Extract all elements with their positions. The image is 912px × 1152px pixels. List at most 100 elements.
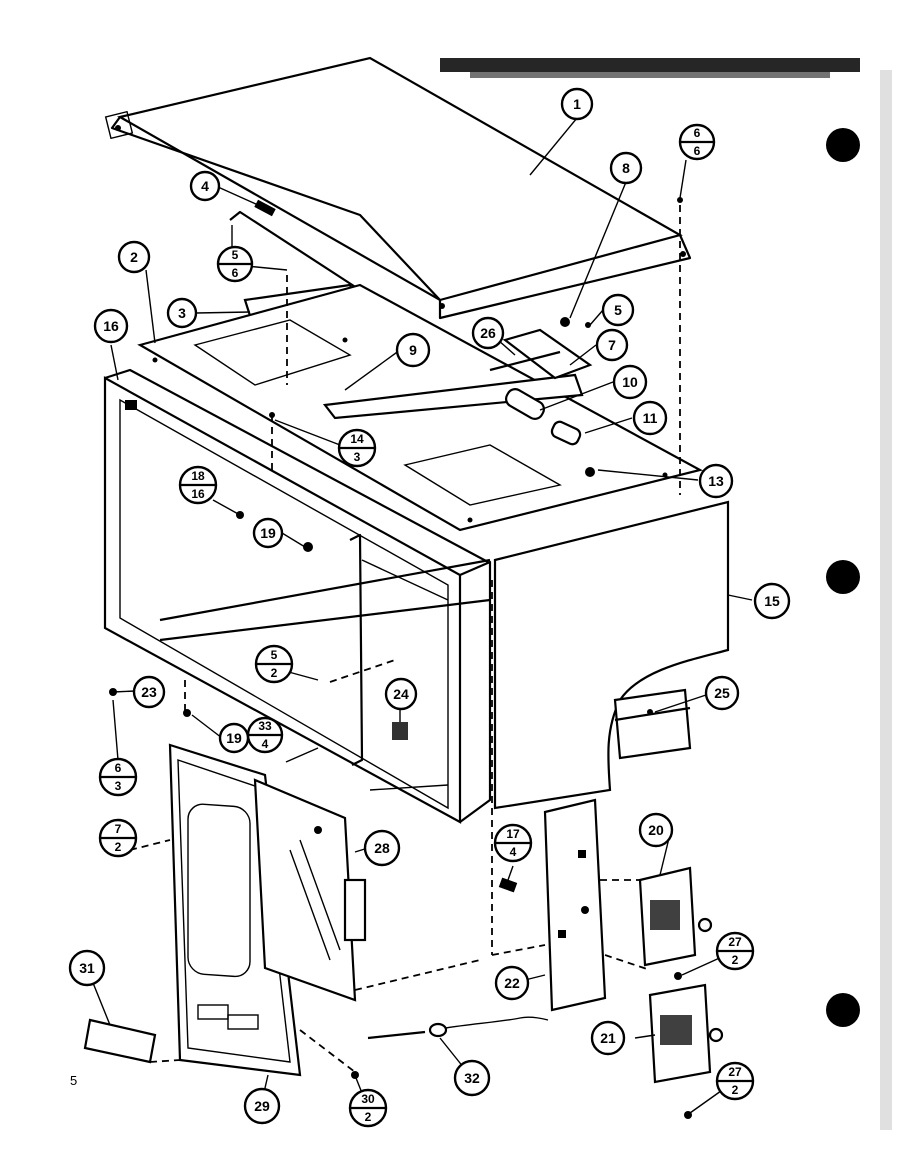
callout-22: 22 (494, 965, 530, 1001)
svg-text:10: 10 (622, 374, 638, 390)
svg-text:16: 16 (103, 318, 119, 334)
svg-text:26: 26 (480, 325, 496, 341)
callout-5-2: 52 (254, 644, 294, 684)
svg-text:9: 9 (409, 342, 417, 358)
svg-text:6: 6 (694, 144, 701, 158)
svg-text:23: 23 (141, 684, 157, 700)
scan-noise (440, 58, 892, 1130)
callout-7-2: 72 (98, 818, 138, 858)
svg-text:2: 2 (732, 953, 739, 967)
callout-6-3: 63 (98, 757, 138, 797)
assembly-guide-lines (129, 205, 681, 1073)
glass-panel-part (253, 778, 367, 1002)
switch-21-part (648, 983, 724, 1084)
callout-16: 16 (93, 308, 129, 344)
callout-23: 23 (132, 675, 166, 709)
svg-text:21: 21 (600, 1030, 616, 1046)
svg-text:7: 7 (115, 822, 122, 836)
callout-5-6: 56 (216, 245, 254, 283)
svg-text:4: 4 (262, 737, 269, 751)
callout-11: 11 (632, 400, 668, 436)
svg-text:19: 19 (226, 730, 242, 746)
svg-text:4: 4 (510, 845, 517, 859)
svg-text:29: 29 (254, 1098, 270, 1114)
svg-text:7: 7 (608, 337, 616, 353)
callout-6-6-top: 66 (678, 123, 716, 161)
svg-text:32: 32 (464, 1070, 480, 1086)
callout-3: 3 (166, 297, 198, 329)
callout-27-2-upper: 272 (715, 931, 755, 971)
svg-text:27: 27 (728, 1065, 742, 1079)
svg-text:4: 4 (201, 178, 209, 194)
callout-25: 25 (704, 675, 740, 711)
svg-text:6: 6 (694, 126, 701, 140)
svg-text:2: 2 (130, 249, 138, 265)
svg-text:2: 2 (365, 1110, 372, 1124)
callout-9: 9 (395, 332, 431, 368)
svg-text:1: 1 (573, 96, 581, 112)
svg-text:3: 3 (178, 305, 186, 321)
svg-text:6: 6 (232, 266, 239, 280)
callout-27-2-lower: 272 (715, 1061, 755, 1101)
svg-text:8: 8 (622, 160, 630, 176)
callout-4: 4 (189, 170, 221, 202)
callout-31: 31 (68, 949, 106, 987)
svg-text:22: 22 (504, 975, 520, 991)
callout-26: 26 (471, 316, 505, 350)
callout-5: 5 (601, 293, 635, 327)
svg-text:18: 18 (191, 469, 205, 483)
callout-30-2: 302 (348, 1088, 388, 1128)
callout-8: 8 (609, 151, 643, 185)
svg-text:16: 16 (191, 487, 205, 501)
svg-text:25: 25 (714, 685, 730, 701)
callout-7: 7 (595, 328, 629, 362)
rail-part (613, 688, 692, 760)
svg-text:27: 27 (728, 935, 742, 949)
svg-text:13: 13 (708, 473, 724, 489)
leader-lines (86, 117, 753, 1114)
callout-10: 10 (612, 364, 648, 400)
svg-text:20: 20 (648, 822, 664, 838)
svg-text:15: 15 (764, 593, 780, 609)
callout-2: 2 (117, 240, 151, 274)
svg-text:11: 11 (643, 410, 658, 426)
svg-text:2: 2 (732, 1083, 739, 1097)
callout-19-upper: 19 (252, 517, 284, 549)
binder-hole-bottom (826, 993, 860, 1027)
svg-text:19: 19 (260, 525, 276, 541)
svg-text:5: 5 (232, 248, 239, 262)
switch-20-part (638, 866, 713, 967)
svg-text:2: 2 (115, 840, 122, 854)
callout-21: 21 (590, 1020, 626, 1056)
small-hardware-parts (83, 197, 692, 1119)
svg-text:3: 3 (354, 450, 361, 464)
svg-text:5: 5 (614, 302, 622, 318)
mounting-plate-part (543, 798, 607, 1012)
svg-text:2: 2 (271, 666, 278, 680)
callout-32: 32 (453, 1059, 491, 1097)
svg-text:17: 17 (506, 827, 520, 841)
svg-text:30: 30 (361, 1092, 375, 1106)
svg-text:31: 31 (79, 960, 95, 976)
svg-text:33: 33 (258, 719, 272, 733)
callout-20: 20 (638, 812, 674, 848)
callout-24: 24 (384, 677, 418, 711)
callout-19-lower: 19 (218, 722, 250, 754)
callout-29: 29 (243, 1087, 281, 1125)
svg-text:14: 14 (350, 432, 364, 446)
callout-14-3: 143 (337, 428, 377, 468)
svg-text:3: 3 (115, 779, 122, 793)
callout-13: 13 (698, 463, 734, 499)
page-note: 5 (70, 1073, 77, 1088)
callout-1: 1 (560, 87, 594, 121)
binder-hole-top (826, 128, 860, 162)
callout-28: 28 (363, 829, 401, 867)
svg-text:5: 5 (271, 648, 278, 662)
callout-17-4: 174 (493, 823, 533, 863)
callout-15: 15 (753, 582, 791, 620)
binder-hole-middle (826, 560, 860, 594)
svg-text:28: 28 (374, 840, 390, 856)
callout-33-4: 334 (246, 716, 284, 754)
